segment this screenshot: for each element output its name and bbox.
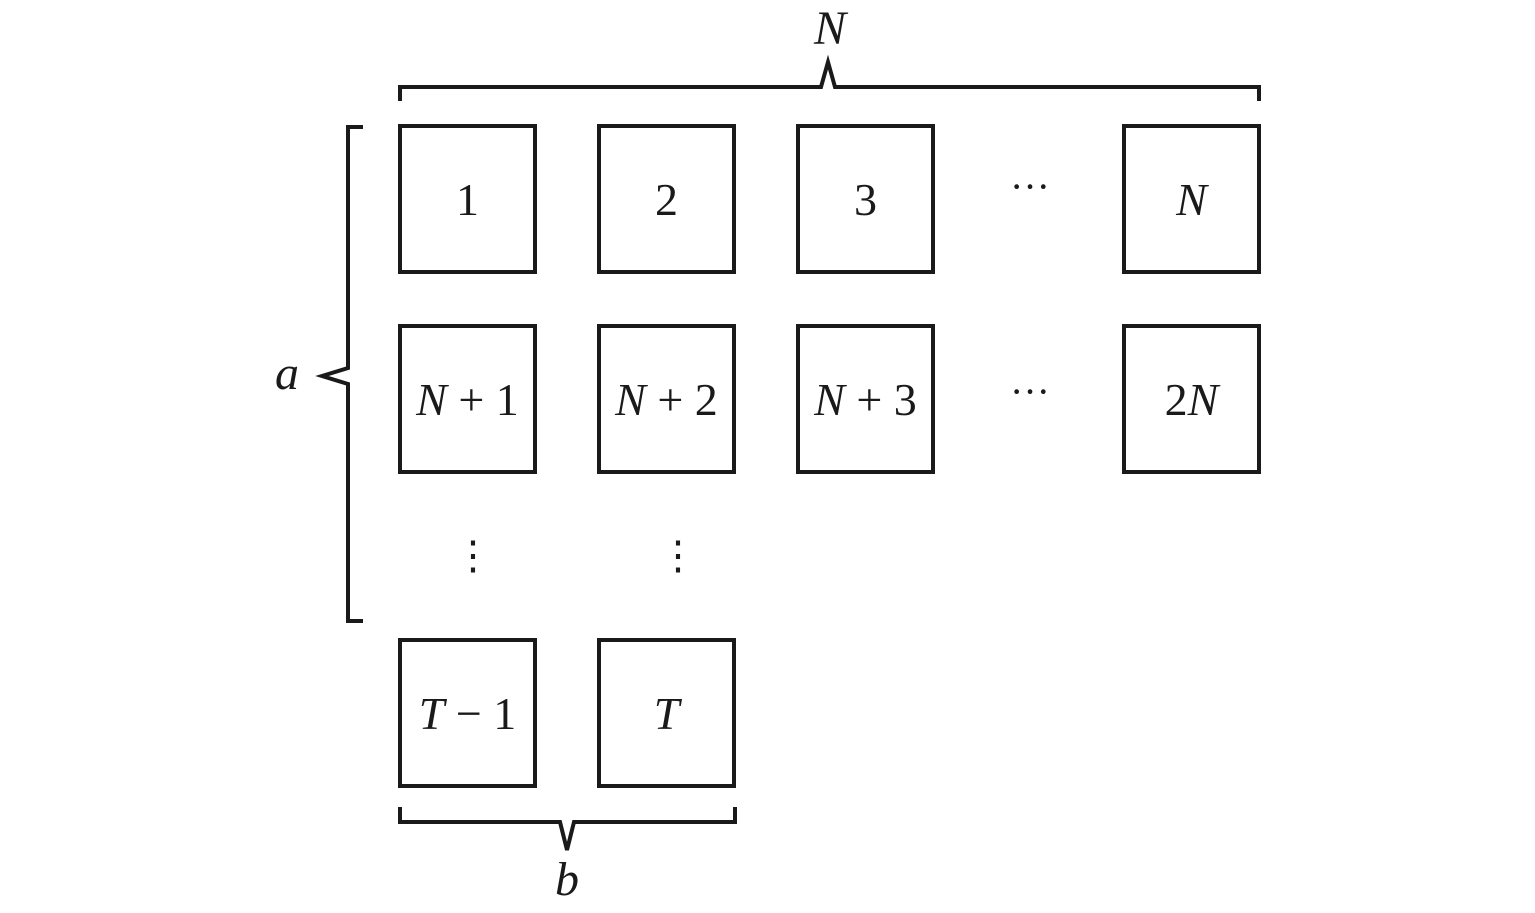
top-brace [398, 54, 1261, 101]
cells-group: 1 2 3 N N + 1 N + 2 N + 3 2N T − 1 T [398, 124, 1261, 788]
cell-box-r1-c4 [1122, 124, 1261, 274]
cell-label-r2-c2: N + 2 [614, 374, 718, 425]
bottom-brace [398, 807, 737, 851]
cell-label-r2-c3: N + 3 [813, 374, 917, 425]
cell-box-r2-c4 [1122, 324, 1261, 474]
cell-box-r2-c3 [796, 324, 935, 474]
cell-label-r1-c2: 2 [655, 174, 678, 225]
bottom-brace-label: b [555, 853, 579, 906]
cell-box-r1-c3 [796, 124, 935, 274]
cell-label-r2-c1: N + 1 [415, 374, 519, 425]
cell-box-r3-c1 [398, 638, 537, 788]
col-1-vertical-ellipsis: ⋮ [453, 533, 493, 578]
cell-box-r2-c1 [398, 324, 537, 474]
left-brace [315, 125, 363, 623]
cell-label-r3-c2: T [654, 688, 683, 739]
cell-label-r3-c1: T − 1 [419, 688, 517, 739]
cell-label-r2-c4: 2N [1165, 374, 1221, 425]
top-brace-label: N [813, 2, 849, 55]
cell-box-r1-c2 [597, 124, 736, 274]
cell-label-r1-c3: 3 [854, 174, 877, 225]
cell-box-r3-c2 [597, 638, 736, 788]
left-brace-label: a [275, 347, 299, 400]
row-2-horizontal-ellipsis: ··· [1010, 369, 1050, 414]
cell-box-r2-c2 [597, 324, 736, 474]
col-2-vertical-ellipsis: ⋮ [658, 533, 698, 578]
cell-box-r1-c1 [398, 124, 537, 274]
row-1-horizontal-ellipsis: ··· [1010, 164, 1050, 209]
cell-label-r1-c4: N [1175, 174, 1209, 225]
cell-label-r1-c1: 1 [456, 174, 479, 225]
